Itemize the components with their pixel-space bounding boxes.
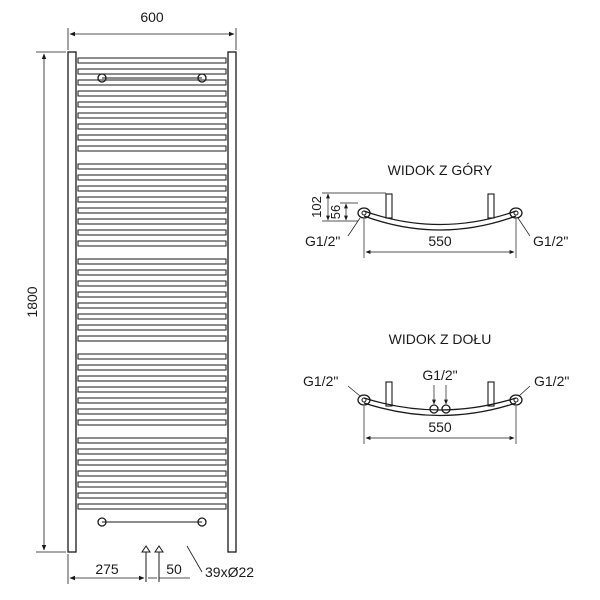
bracket-bottom-left [97, 517, 107, 527]
horizontal-bar [77, 79, 227, 86]
bottom-mid-label: 50 [166, 561, 182, 577]
horizontal-bar [77, 459, 227, 466]
horizontal-bar [77, 218, 227, 225]
dim-56: 56 [328, 205, 343, 219]
horizontal-bar [77, 68, 227, 75]
horizontal-bar [77, 123, 227, 130]
horizontal-bar [77, 481, 227, 488]
bracket-top-right [197, 73, 207, 83]
horizontal-bar [77, 408, 227, 415]
mounting-brackets [97, 73, 207, 527]
horizontal-bar [77, 134, 227, 141]
left-bracket [385, 193, 393, 219]
bracket-top-left [97, 73, 107, 83]
horizontal-bar [77, 313, 227, 320]
bottom-dimensions: 275 50 [67, 554, 190, 584]
bottom-left-collector [357, 394, 371, 406]
horizontal-bar [77, 112, 227, 119]
horizontal-bar [77, 90, 227, 97]
top-left-thread: G1/2" [305, 233, 340, 249]
horizontal-bar [77, 375, 227, 382]
horizontal-bar [77, 229, 227, 236]
horizontal-bar [77, 437, 227, 444]
horizontal-bar [77, 324, 227, 331]
horizontal-bar [77, 448, 227, 455]
center-connection-right [441, 404, 451, 414]
front-view: 600 1800 275 50 39xØ22 [24, 9, 254, 584]
dim-102: 102 [309, 196, 324, 218]
horizontal-bar [77, 492, 227, 499]
horizontal-bar [77, 174, 227, 181]
bottom-right-thread: G1/2" [534, 373, 569, 389]
center-connection-left [429, 404, 439, 414]
left-rail [67, 51, 77, 553]
top-width-label: 550 [428, 233, 452, 249]
horizontal-bar [77, 302, 227, 309]
width-label: 600 [140, 9, 164, 25]
horizontal-bar [77, 207, 227, 214]
bottom-right-collector [509, 394, 523, 406]
height-dimension: 1800 [24, 51, 66, 553]
horizontal-bar [77, 386, 227, 393]
right-bracket [487, 193, 495, 219]
horizontal-bar [77, 185, 227, 192]
bottom-left-label: 275 [95, 561, 119, 577]
horizontal-bar [77, 335, 227, 342]
bars-label: 39xØ22 [205, 564, 254, 580]
horizontal-bar [77, 101, 227, 108]
horizontal-bar [77, 397, 227, 404]
horizontal-bar [77, 353, 227, 360]
bottom-valves [141, 545, 164, 582]
horizontal-bar [77, 364, 227, 371]
top-view: WIDOK Z GÓRY 102 56 G1/2" G1/2" 550 [305, 162, 568, 258]
top-view-title: WIDOK Z GÓRY [388, 162, 493, 178]
bottom-width-label: 550 [428, 419, 452, 435]
right-collector [509, 207, 523, 219]
horizontal-bar [77, 470, 227, 477]
bottom-left-bracket [385, 381, 393, 407]
horizontal-bar [77, 145, 227, 152]
horizontal-bars [77, 57, 227, 510]
height-label: 1800 [24, 286, 40, 317]
bottom-left-thread: G1/2" [303, 373, 338, 389]
top-right-thread: G1/2" [533, 233, 568, 249]
bottom-center-thread: G1/2" [422, 367, 457, 383]
horizontal-bar [77, 258, 227, 265]
right-rail [227, 51, 237, 553]
horizontal-bar [77, 419, 227, 426]
bottom-right-bracket [487, 381, 495, 407]
bottom-view-title: WIDOK Z DOŁU [389, 331, 492, 347]
left-collector [357, 207, 371, 219]
width-dimension: 600 [67, 9, 237, 50]
horizontal-bar [77, 57, 227, 64]
horizontal-bar [77, 291, 227, 298]
horizontal-bar [77, 280, 227, 287]
bracket-bottom-right [197, 517, 207, 527]
bottom-view: WIDOK Z DOŁU G1/2" G1/2" G1/2" 550 [303, 331, 569, 444]
horizontal-bar [77, 269, 227, 276]
horizontal-bar [77, 503, 227, 510]
horizontal-bar [77, 196, 227, 203]
horizontal-bar [77, 240, 227, 247]
horizontal-bar [77, 163, 227, 170]
bars-leader: 39xØ22 [186, 545, 254, 580]
